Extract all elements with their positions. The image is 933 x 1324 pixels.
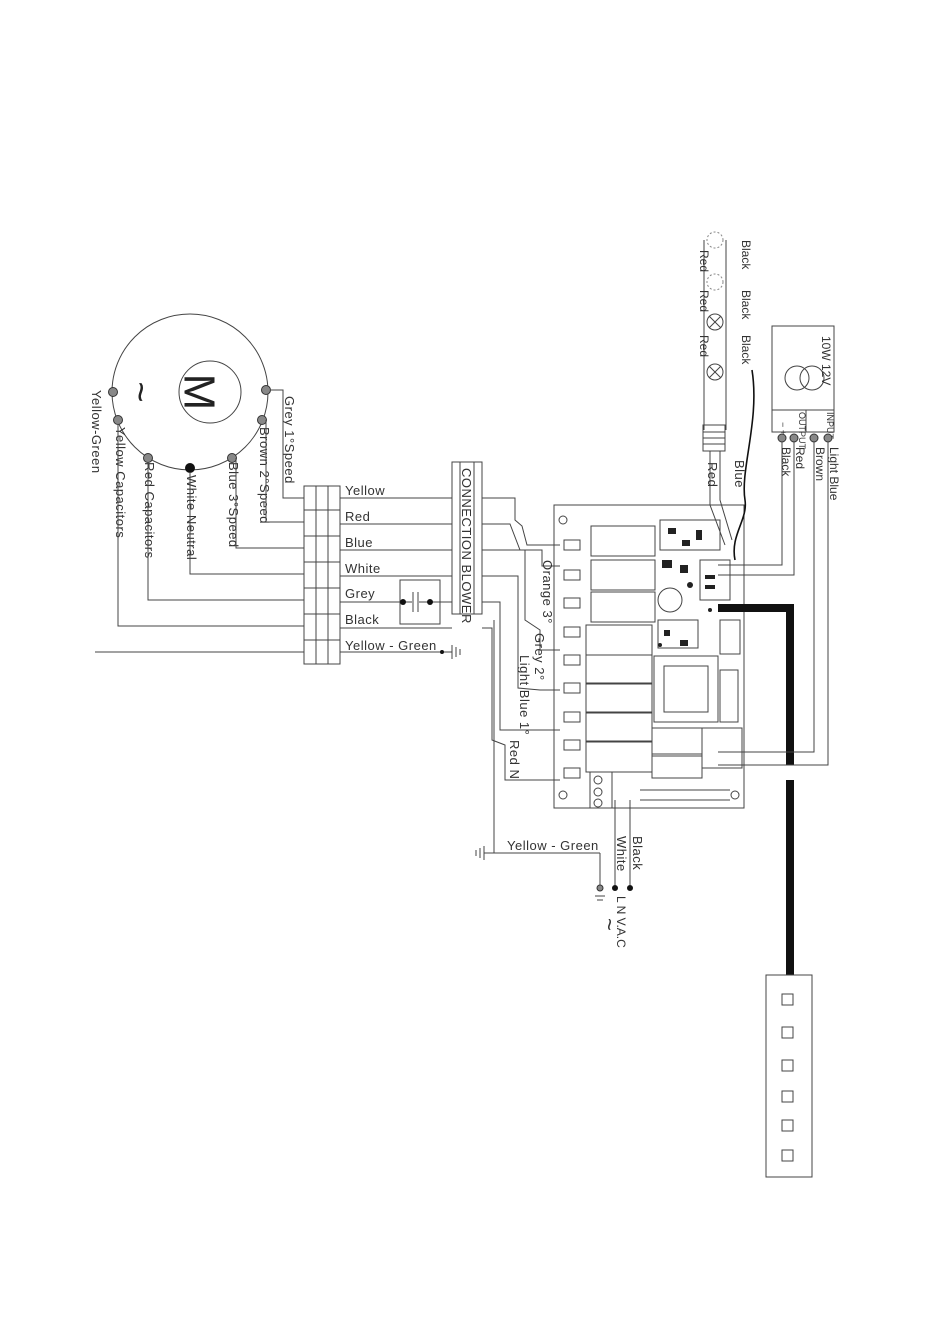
keypad-button-5[interactable] <box>781 1119 794 1132</box>
transformer-out-black: Black <box>779 447 793 477</box>
wire-label-grey: Grey <box>345 586 375 601</box>
block-to-connector-wires <box>340 497 452 653</box>
lead-label-white: White Neutral <box>184 475 199 560</box>
lead-label-yellow-green: Yellow-Green <box>89 390 104 474</box>
motor-lead-labels: Grey 1°Speed Brown 2°Speed Blue 3°Speed … <box>89 390 297 560</box>
lamp-wire-label-2: Black <box>739 290 753 320</box>
keypad-button-2[interactable] <box>781 1026 794 1039</box>
transformer-output-signs: − + <box>778 422 788 435</box>
transformer-rating: 10W 12V <box>819 336 833 385</box>
lead-label-yellow: Yellow Capacitors <box>113 427 128 538</box>
motor-symbol: M <box>174 374 223 411</box>
wire-label-yellow-green: Yellow - Green <box>345 638 437 653</box>
wire-label-black: Black <box>345 612 379 627</box>
mains-ac-symbol: ~ <box>597 918 622 931</box>
motor: M ~ <box>108 313 271 473</box>
mains-earth-label: Yellow - Green <box>507 838 599 853</box>
wire-label-white: White <box>345 561 381 576</box>
motor-ac-symbol: ~ <box>120 381 161 402</box>
mains-live-label: Black <box>630 836 645 870</box>
mains-supply-label: L N V.A.C <box>614 896 628 948</box>
lamp-wire-label-3: Black <box>739 335 753 365</box>
lamp-cable-red: Red <box>705 462 720 487</box>
board-wires <box>482 497 560 781</box>
lead-label-brown: Brown 2°Speed <box>257 427 272 524</box>
wire-label-blue: Blue <box>345 535 373 550</box>
lead-label-grey: Grey 1°Speed <box>282 396 297 484</box>
keypad-button-6[interactable] <box>781 1149 794 1162</box>
board-label-grey: Grey 2° <box>532 633 547 681</box>
lamp-wire-label-5: Red <box>697 290 711 312</box>
keypad-button-4[interactable] <box>781 1090 794 1103</box>
board-label-red-n: Red N <box>507 740 522 779</box>
keypad-button-1[interactable] <box>781 993 794 1006</box>
keypad-button-3[interactable] <box>781 1059 794 1072</box>
lamp-wire-label-1: Black <box>739 240 753 270</box>
lamp-wire-label-6: Red <box>697 335 711 357</box>
terminal-wire-labels: Yellow Red Blue White Grey Black Yellow … <box>345 483 437 653</box>
transformer-in-brown: Brown <box>813 447 827 481</box>
board-label-light-blue: Light Blue 1° <box>517 655 532 735</box>
wire-label-red: Red <box>345 509 370 524</box>
lamp-cable-blue: Blue <box>732 460 747 488</box>
wire-label-yellow: Yellow <box>345 483 385 498</box>
lead-label-red: Red Capacitors <box>142 462 157 559</box>
transformer-output-label: OUTPUT <box>797 412 807 450</box>
lamp-transformer: 10W 12V OUTPUT INPUT − + Black Red Brown… <box>718 325 841 766</box>
motor-lead-wires <box>95 389 304 653</box>
mains-supply: Yellow - Green White Black L N V.A.C ~ <box>475 620 645 948</box>
earth-icon <box>440 645 461 659</box>
connection-blower-label: CONNECTION BLOWER <box>459 468 474 624</box>
terminal-block <box>303 485 341 665</box>
board-wire-labels: Orange 3° Grey 2° Light Blue 1° Red N <box>507 560 555 779</box>
lead-label-blue: Blue 3°Speed <box>226 462 241 548</box>
mains-neutral-label: White <box>614 836 629 872</box>
board-label-orange: Orange 3° <box>540 560 555 624</box>
transformer-out-red: Red <box>793 447 807 469</box>
transformer-in-light-blue: Light Blue <box>827 447 841 501</box>
lamp-wire-label-4: Red <box>697 250 711 272</box>
connection-blower: CONNECTION BLOWER <box>451 461 483 624</box>
control-board <box>553 504 745 809</box>
capacitor-symbol <box>399 579 441 625</box>
ribbon-cable <box>718 604 794 975</box>
lamps: Black Black Black Red Red Red Red Blue <box>697 231 755 561</box>
keypad <box>765 974 813 1178</box>
transformer-input-label: INPUT <box>825 412 835 440</box>
